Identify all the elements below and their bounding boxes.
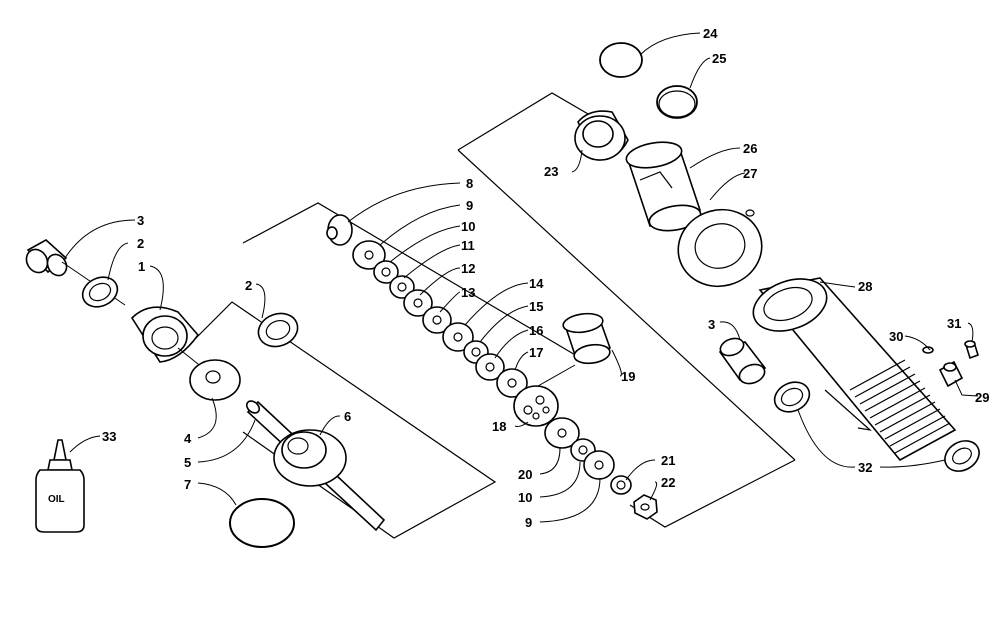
part-bushing-3-right — [718, 337, 767, 385]
callout-20: 20 — [518, 467, 532, 482]
callout-29: 29 — [975, 390, 989, 405]
callout-14: 14 — [529, 276, 544, 291]
part-spacer-8 — [326, 214, 353, 246]
callout-26: 26 — [743, 141, 757, 156]
group-outline-center — [242, 202, 578, 357]
callout-1: 1 — [138, 259, 145, 274]
part-valve-29 — [938, 360, 964, 388]
callout-numbers: 1 2 2 3 3 4 5 6 7 8 9 10 11 12 13 14 15 … — [102, 26, 989, 530]
callout-7: 7 — [184, 477, 191, 492]
callout-13: 13 — [461, 285, 475, 300]
callout-16: 16 — [529, 323, 543, 338]
callout-4: 4 — [184, 431, 192, 446]
spring-coils — [849, 359, 951, 454]
callout-28: 28 — [858, 279, 872, 294]
callout-33: 33 — [102, 429, 116, 444]
callout-31: 31 — [947, 316, 961, 331]
part-piston-18 — [513, 385, 559, 427]
part-collar-26 — [625, 141, 702, 232]
callout-21: 21 — [661, 453, 675, 468]
callout-24: 24 — [703, 26, 718, 41]
part-bumper-4 — [189, 359, 241, 401]
callout-15: 15 — [529, 299, 543, 314]
oil-bottle-label: OIL — [48, 494, 65, 505]
callout-23: 23 — [544, 164, 558, 179]
part-cap-23 — [574, 110, 629, 161]
part-cap-31 — [964, 340, 979, 360]
washer-stack — [352, 240, 528, 398]
part-o-ring-7 — [229, 498, 295, 548]
callout-2-center: 2 — [245, 278, 252, 293]
group-outline-right-lower — [457, 149, 796, 461]
callout-27: 27 — [743, 166, 757, 181]
callout-32: 32 — [858, 460, 872, 475]
callout-3-left: 3 — [137, 213, 144, 228]
part-bushing-32 — [944, 440, 980, 472]
oil-bottle-33: OIL — [35, 439, 85, 533]
callout-19: 19 — [621, 369, 635, 384]
part-bushing-3-left — [25, 239, 68, 277]
callout-5: 5 — [184, 455, 191, 470]
callout-leaders — [64, 32, 979, 523]
callout-18: 18 — [492, 419, 506, 434]
callout-25: 25 — [712, 51, 726, 66]
callout-17: 17 — [529, 345, 543, 360]
part-piston-ring-19 — [562, 312, 612, 365]
callout-22: 22 — [661, 475, 675, 490]
callout-30: 30 — [889, 329, 903, 344]
callout-10: 10 — [461, 219, 475, 234]
part-sleeve-2-left — [81, 276, 119, 308]
callout-9-lower: 9 — [525, 515, 532, 530]
washer-stack-lower — [544, 417, 632, 495]
callout-8: 8 — [466, 176, 473, 191]
callout-3-right: 3 — [708, 317, 715, 332]
part-shock-body-28 — [752, 277, 957, 462]
callout-6: 6 — [344, 409, 351, 424]
part-ring-25 — [656, 85, 698, 119]
part-o-ring-30 — [922, 346, 934, 354]
callout-10-lower: 10 — [518, 490, 532, 505]
callout-9: 9 — [466, 198, 473, 213]
group-outline-right — [457, 92, 596, 151]
part-seal-head-6 — [273, 429, 347, 487]
part-nut-22 — [633, 494, 658, 520]
part-spring-seat-27 — [677, 208, 763, 288]
part-sleeve-2-right — [773, 381, 811, 413]
part-eyelet-1 — [130, 306, 200, 363]
part-sleeve-2-center — [257, 312, 299, 348]
callout-12: 12 — [461, 261, 475, 276]
part-ring-24 — [599, 42, 643, 78]
group-outline-far-right — [824, 389, 872, 431]
callout-11: 11 — [461, 238, 475, 253]
group-outline-center-bottom — [629, 459, 796, 528]
callout-2-left: 2 — [137, 236, 144, 251]
